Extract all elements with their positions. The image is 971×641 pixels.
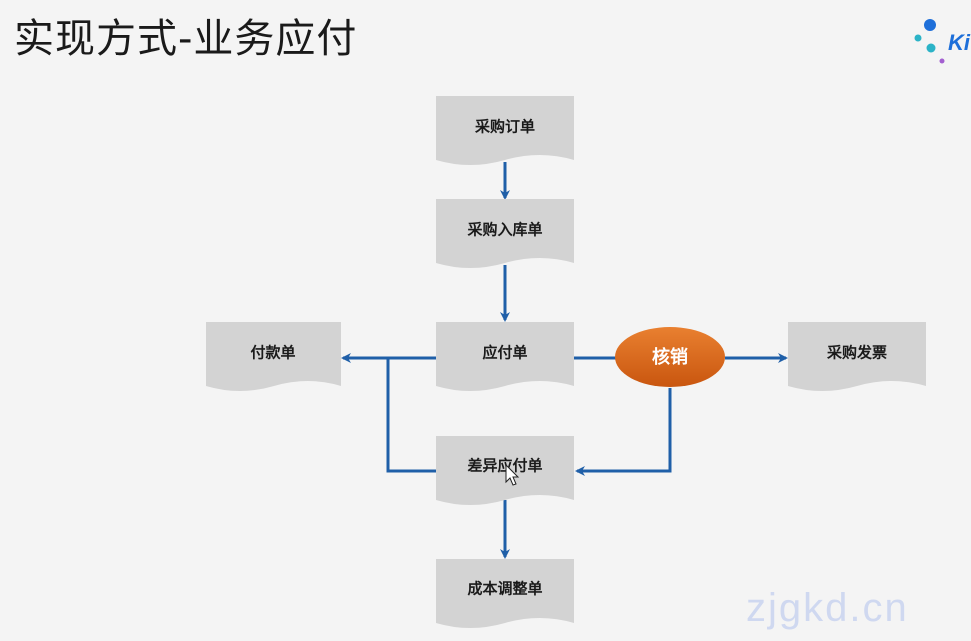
writeoff-ellipse	[615, 327, 725, 387]
node-payable: 应付单	[436, 322, 574, 391]
node-purchase-invoice: 采购发票	[788, 322, 926, 391]
slide-title: 实现方式-业务应付	[14, 16, 358, 62]
node-label: 差异应付单	[467, 457, 542, 475]
node-label: 付款单	[250, 344, 295, 362]
node-payment: 付款单	[206, 322, 341, 391]
document-shape	[436, 436, 574, 505]
document-shape	[436, 199, 574, 268]
node-label: 采购订单	[474, 118, 535, 136]
writeoff-label: 核销	[652, 346, 688, 368]
node-writeoff: 核销	[615, 327, 725, 387]
kingdee-logo-icon	[914, 19, 945, 64]
watermark: zjgkd.cn	[746, 586, 909, 630]
node-label: 采购发票	[826, 344, 887, 362]
arrow-writeoff-to-difference	[575, 388, 672, 476]
document-shape	[436, 559, 574, 628]
node-cost-adjustment: 成本调整单	[436, 559, 574, 628]
logo-text: Ki	[948, 30, 970, 55]
node-purchase-order: 采购订单	[436, 96, 574, 165]
connectors	[341, 162, 788, 559]
node-purchase-receipt: 采购入库单	[436, 199, 574, 268]
line-difference-to-payment	[386, 358, 436, 473]
node-difference-payable: 差异应付单	[436, 436, 574, 505]
mouse-cursor-icon	[505, 463, 520, 486]
node-label: 采购入库单	[466, 221, 542, 239]
node-label: 应付单	[482, 344, 527, 362]
document-shape	[788, 322, 926, 391]
node-label: 成本调整单	[467, 580, 542, 598]
document-shape	[436, 96, 574, 165]
document-shape	[436, 322, 574, 391]
document-shape	[206, 322, 341, 391]
